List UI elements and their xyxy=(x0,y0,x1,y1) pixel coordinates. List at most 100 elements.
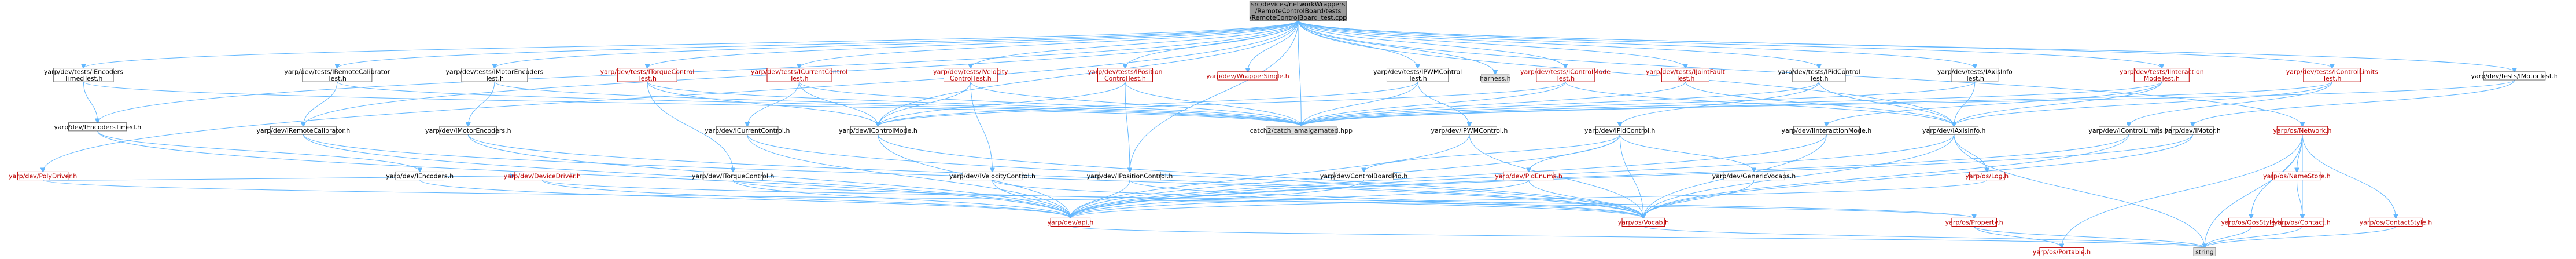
node-portable[interactable]: yarp/os/Portable.h xyxy=(2033,247,2091,257)
node-label: yarp/dev/IControlMode.h xyxy=(839,127,917,134)
edge-tEnc-to-encTimed xyxy=(83,82,97,123)
edge-pidCtl-to-genVocabs xyxy=(1619,134,1754,172)
node-remCal[interactable]: yarp/dev/IRemoteCalibrator.h xyxy=(256,126,350,135)
edge-root-to-catch2 xyxy=(1298,20,1301,126)
edge-tMotor-to-motor xyxy=(2192,79,2515,126)
node-cbPid[interactable]: yarp/dev/ControlBoardPid.h xyxy=(1320,171,1407,181)
node-pidEnums[interactable]: yarp/dev/PidEnums.h xyxy=(1495,171,1562,181)
node-wrapSingle[interactable]: yarp/dev/WrapperSingle.h xyxy=(1206,71,1289,81)
node-ctlLimits[interactable]: yarp/dev/IControlLimits.h xyxy=(2088,126,2169,135)
node-ctlMode[interactable]: yarp/dev/IControlMode.h xyxy=(839,126,917,135)
edge-remCal-to-api xyxy=(303,134,1070,218)
edge-tLimits-to-ctlLimits xyxy=(2129,82,2332,126)
node-contact[interactable]: yarp/os/Contact.h xyxy=(2274,217,2331,227)
node-api[interactable]: yarp/dev/api.h xyxy=(1048,217,1094,227)
edge-root-to-tCtlMode xyxy=(1298,20,1565,68)
node-label: yarp/dev/ITorqueControl.h xyxy=(692,172,775,180)
edge-root-to-tPid xyxy=(1298,20,1819,68)
node-label: yarp/dev/tests/ICurrentControl xyxy=(751,68,847,76)
node-label: yarp/os/ContactStyle.h xyxy=(2360,218,2433,226)
node-label: yarp/dev/tests/IRemoteCalibrator xyxy=(284,68,390,76)
node-label: Test.h xyxy=(637,75,657,82)
edge-ctlMode-to-vocab xyxy=(878,134,1643,218)
node-label: yarp/dev/DeviceDriver.h xyxy=(504,172,581,180)
edge-curCtl-to-api xyxy=(747,134,1071,218)
node-harness: harness.h xyxy=(1480,74,1511,83)
edge-root-to-posCtl xyxy=(1130,20,1299,172)
edge-tPWM-to-pwm xyxy=(1417,82,1469,126)
edge-root-to-ctlMode xyxy=(878,20,1299,126)
edge-nameStore-to-contact xyxy=(2296,180,2302,218)
edge-api-to-string xyxy=(1070,226,2205,248)
node-torque[interactable]: yarp/dev/ITorqueControl.h xyxy=(692,171,775,181)
node-label: TimedTest.h xyxy=(64,75,102,82)
node-label: yarp/os/NameStore.h xyxy=(2263,172,2331,180)
node-contactStyle[interactable]: yarp/os/ContactStyle.h xyxy=(2360,217,2433,227)
node-encTimed[interactable]: yarp/dev/IEncodersTimed.h xyxy=(54,122,141,132)
node-label: src/devices/networkWrappers xyxy=(1251,1,1346,8)
node-interMode[interactable]: yarp/dev/IInteractionMode.h xyxy=(1781,126,1871,135)
node-motEnc[interactable]: yarp/dev/IMotorEncoders.h xyxy=(425,126,511,135)
node-label: yarp/dev/tests/IAxisInfo xyxy=(1937,68,2013,76)
edge-pidEnums-to-vocab xyxy=(1528,180,1643,218)
node-qos[interactable]: yarp/os/QosStyle.h xyxy=(2221,217,2282,227)
edge-tInter-to-catch2 xyxy=(1301,81,2162,126)
node-enc[interactable]: yarp/dev/IEncoders.h xyxy=(386,171,454,181)
node-genVocabs[interactable]: yarp/dev/GenericVocabs.h xyxy=(1712,171,1796,181)
edge-root-to-tVel xyxy=(971,20,1299,68)
node-label: yarp/dev/tests/IControlMode xyxy=(1520,68,1611,76)
edge-root-to-tPos xyxy=(1125,20,1299,68)
node-pwm[interactable]: yarp/dev/IPWMControl.h xyxy=(1431,126,1508,135)
node-axisInfo[interactable]: yarp/dev/IAxisInfo.h xyxy=(1922,126,1986,135)
node-curCtl[interactable]: yarp/dev/ICurrentControl.h xyxy=(705,126,790,135)
edge-tTorque-to-catch2 xyxy=(647,81,1301,126)
node-label: yarp/dev/IPositionControl.h xyxy=(1087,172,1173,180)
edge-tCurrent-to-catch2 xyxy=(798,81,1301,126)
node-velCtl[interactable]: yarp/dev/IVelocityControl.h xyxy=(949,171,1035,181)
node-posCtl[interactable]: yarp/dev/IPositionControl.h xyxy=(1087,171,1173,181)
node-tMotor[interactable]: yarp/dev/tests/IMotorTest.h xyxy=(2471,71,2558,81)
edge-property-to-portable xyxy=(1974,226,2062,248)
node-pidCtl[interactable]: yarp/dev/IPidControl.h xyxy=(1584,126,1655,135)
edge-posCtl-to-vocab xyxy=(1129,180,1643,218)
node-label: Test.h xyxy=(789,75,808,82)
node-vocab[interactable]: yarp/os/Vocab.h xyxy=(1618,217,1669,227)
node-network[interactable]: yarp/os/Network.h xyxy=(2273,126,2332,135)
edge-tAxis-to-catch2 xyxy=(1301,81,1976,126)
node-label: yarp/dev/api.h xyxy=(1048,218,1094,226)
edge-curCtl-to-vocab xyxy=(747,134,1643,218)
node-log[interactable]: yarp/os/Log.h xyxy=(1965,171,2009,181)
node-nameStore[interactable]: yarp/os/NameStore.h xyxy=(2263,171,2331,181)
edge-tTorque-to-torque xyxy=(647,82,733,172)
edge-enc-to-api xyxy=(419,180,1071,218)
node-label: Test.h xyxy=(327,75,347,82)
edge-tRemCal-to-catch2 xyxy=(337,81,1301,126)
edge-contact-to-string xyxy=(2205,226,2303,248)
node-property[interactable]: yarp/os/Property.h xyxy=(1945,217,2003,227)
edge-property-to-string xyxy=(1974,226,2205,248)
node-label: yarp/os/QosStyle.h xyxy=(2221,218,2282,226)
edge-tVel-to-ctlMode xyxy=(878,82,971,126)
node-motor[interactable]: yarp/dev/IMotor.h xyxy=(2165,126,2221,135)
edge-tTorque-to-ctlMode xyxy=(647,82,878,126)
node-devDrv[interactable]: yarp/dev/DeviceDriver.h xyxy=(504,171,581,181)
node-poly[interactable]: yarp/dev/PolyDriver.h xyxy=(9,171,77,181)
edge-axisInfo-to-log xyxy=(1954,134,1987,172)
edge-tPos-to-ctlMode xyxy=(878,82,1126,126)
edge-motor-to-vocab xyxy=(1643,134,2193,218)
node-label: Test.h xyxy=(2322,75,2341,82)
